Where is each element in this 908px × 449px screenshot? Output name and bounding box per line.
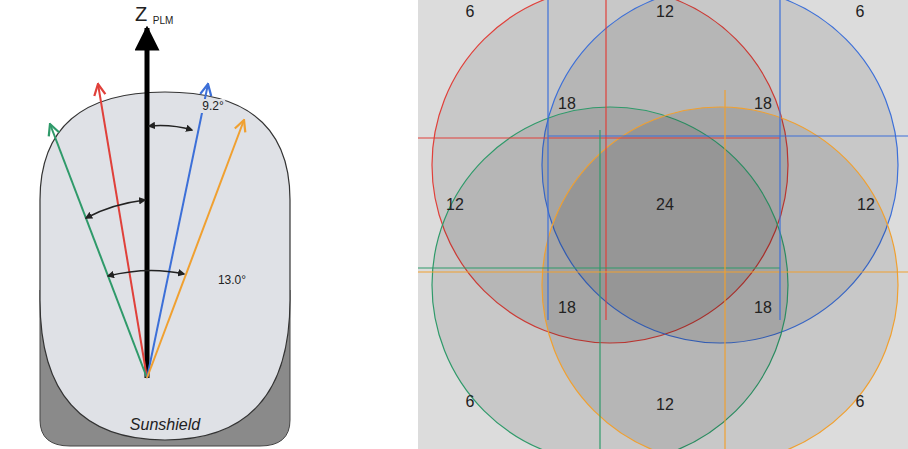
coverage-count: 12: [446, 197, 464, 213]
coverage-count: 24: [656, 197, 674, 213]
coverage-count: 6: [466, 4, 475, 20]
coverage-count: 12: [857, 197, 875, 213]
blue-arrow: [147, 84, 208, 378]
green-arrow: [50, 124, 147, 378]
angle-arc: [108, 270, 184, 276]
part-name: Sunshield: [130, 417, 200, 433]
axis-label: Z: [135, 4, 147, 24]
angle-label: 13.0°: [216, 273, 248, 287]
coverage-count: 18: [558, 96, 576, 112]
coverage-count: 12: [656, 397, 674, 413]
coverage-count: 6: [466, 394, 475, 410]
coverage-count: 6: [856, 4, 865, 20]
z-axis-arrow: [145, 28, 150, 378]
coverage-map: [418, 0, 908, 449]
coverage-count: 18: [754, 300, 772, 316]
coverage-count: 12: [656, 4, 674, 20]
angle-arc: [86, 200, 145, 218]
orange-arrow: [147, 120, 244, 378]
red-arrow: [98, 84, 147, 378]
angle-label: 9.2°: [200, 99, 225, 113]
axis-subscript: PLM: [153, 16, 174, 26]
angle-arc: [149, 126, 192, 131]
coverage-count: 6: [856, 394, 865, 410]
coverage-count: 18: [754, 96, 772, 112]
mirror-face: [40, 92, 290, 440]
coverage-count: 18: [558, 300, 576, 316]
